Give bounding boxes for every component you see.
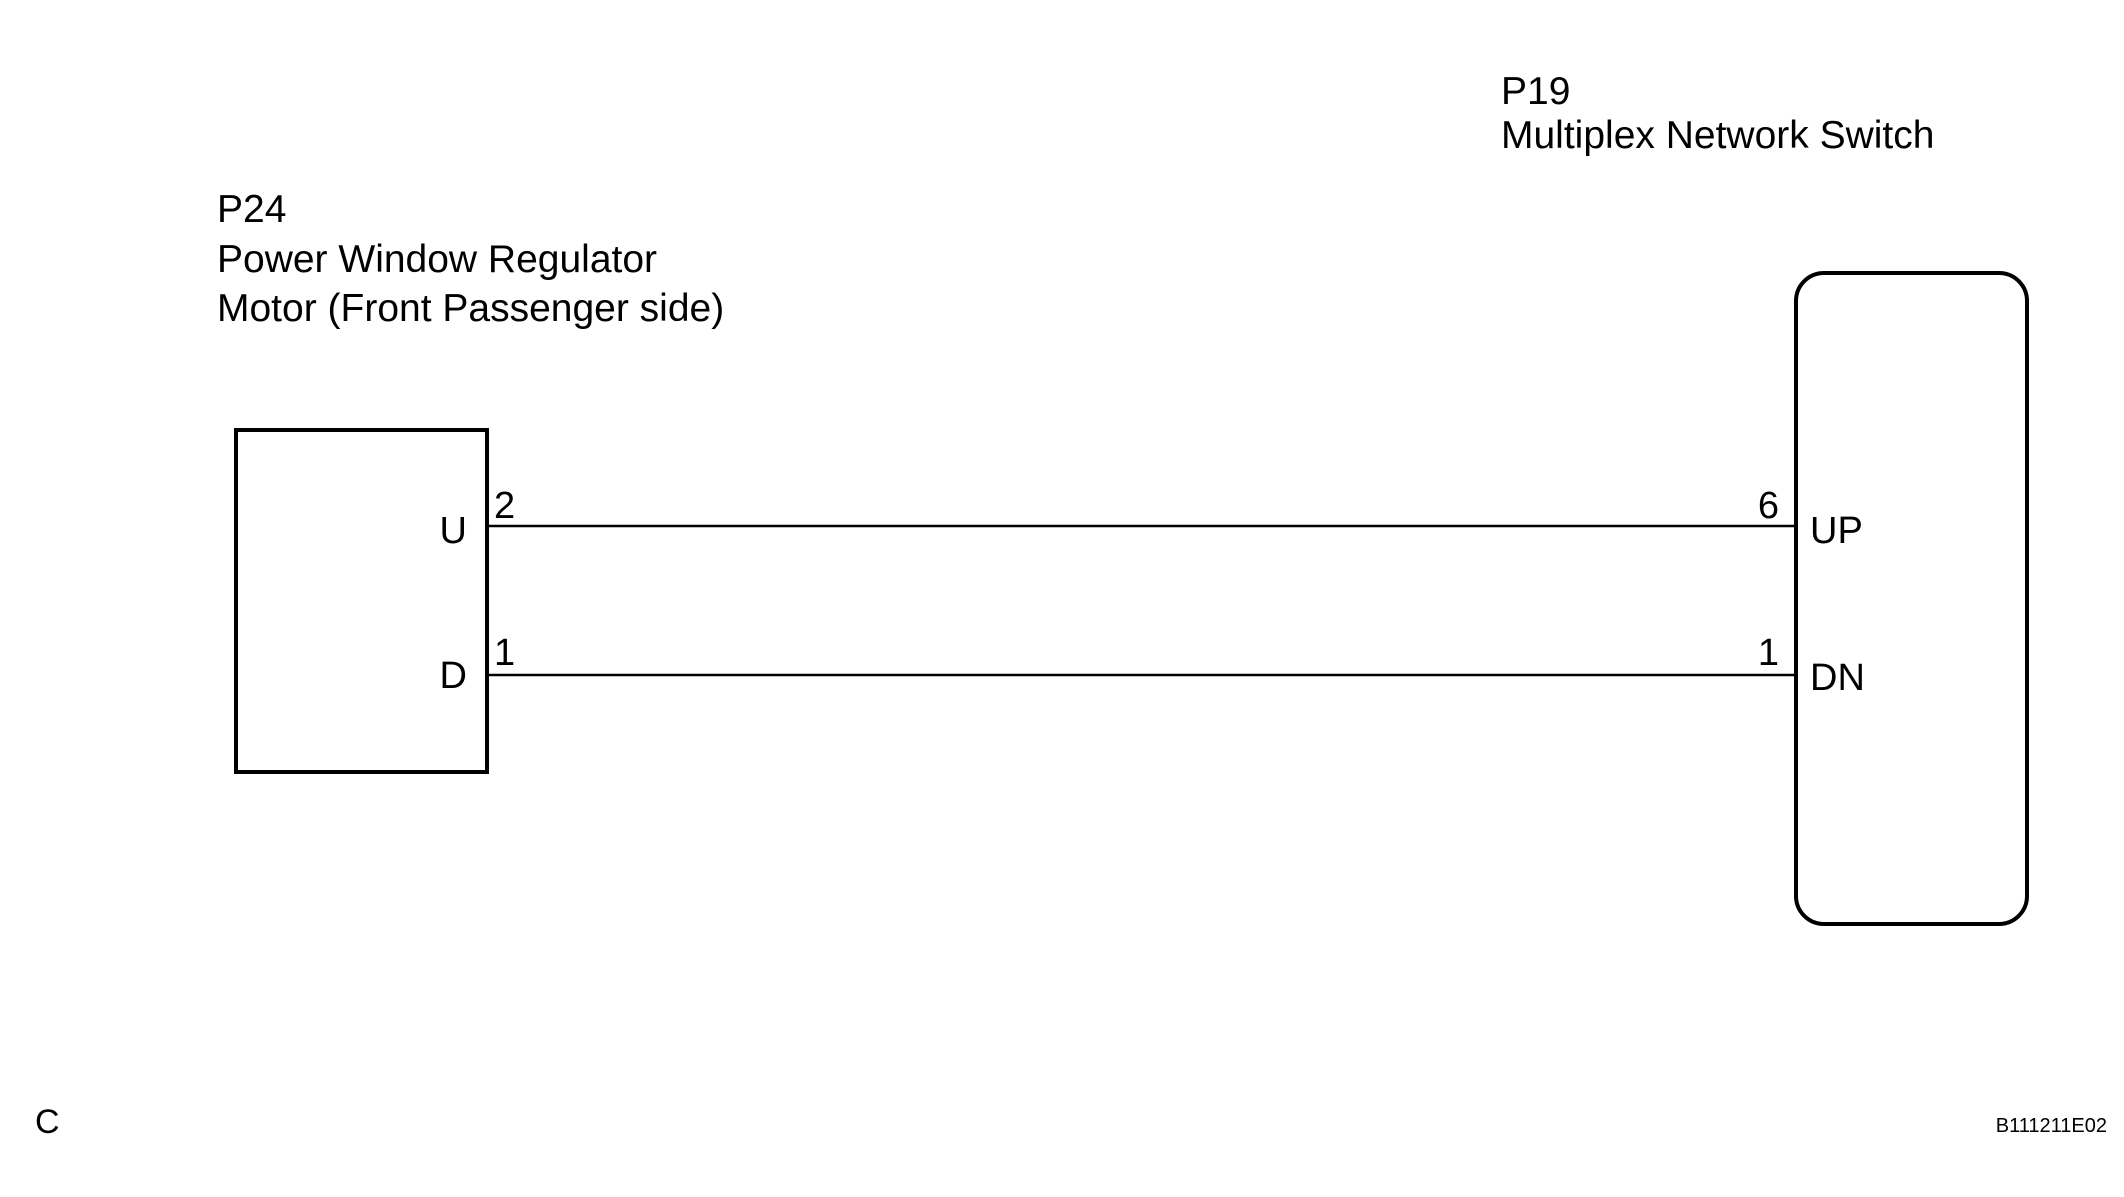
pin-number-left-1: 1 [494,632,515,674]
right-component-name: Multiplex Network Switch [1501,114,1934,157]
right-component-code: P19 [1501,70,1570,113]
terminal-label-dn: DN [1810,657,1865,699]
motor-box [234,428,489,774]
pin-number-right-6: 6 [1758,485,1779,527]
terminal-label-up: UP [1810,510,1863,552]
left-component-name-line1: Power Window Regulator [217,238,657,281]
switch-box [1794,271,2029,926]
left-component-code: P24 [217,188,286,231]
corner-letter: C [35,1103,60,1141]
left-component-name-line2: Motor (Front Passenger side) [217,287,724,330]
pin-number-right-1: 1 [1758,632,1779,674]
figure-code: B111211E02 [1996,1115,2107,1137]
terminal-label-u: U [440,510,467,552]
terminal-label-d: D [440,655,467,697]
pin-number-left-2: 2 [494,485,515,527]
